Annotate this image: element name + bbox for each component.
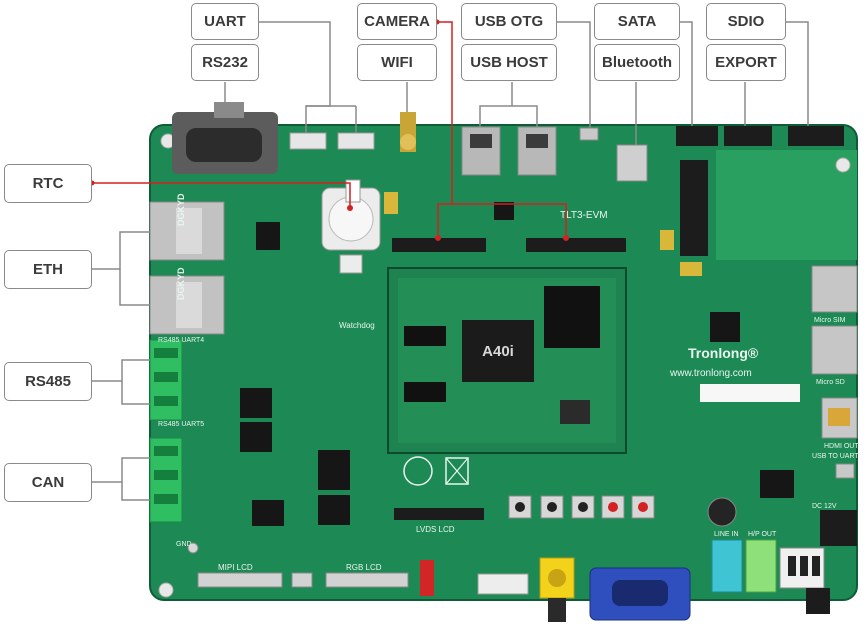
sdio-label: SDIO	[706, 3, 786, 40]
rj45-brand-1: DGKYD	[176, 193, 186, 226]
hp-silk: H/P OUT	[748, 531, 777, 538]
website-text: www.tronlong.com	[669, 368, 752, 379]
wifi-label: WIFI	[357, 44, 437, 81]
vga-port	[589, 567, 691, 621]
dc-jack	[820, 510, 857, 546]
can-label: CAN	[4, 463, 92, 502]
a40i-cpu	[462, 320, 534, 382]
m2-slot	[680, 160, 708, 256]
rgb-silk: RGB LCD	[346, 563, 382, 572]
gnd-silk: GND	[176, 541, 192, 548]
camera-header-2	[526, 238, 626, 252]
mipi-connector	[197, 572, 283, 588]
uart3-header	[289, 132, 327, 150]
eth-label: ETH	[4, 250, 92, 289]
usb-otg-port	[579, 127, 599, 141]
sdio-header	[724, 126, 772, 146]
rj45-brand-2: DGKYD	[176, 267, 186, 300]
dc-silk: DC 12V	[812, 503, 837, 510]
ethernet-port-1	[149, 201, 225, 261]
label-sticker	[700, 384, 800, 402]
micro-sd-silk: Micro SD	[816, 379, 845, 386]
watchdog-silk: Watchdog	[339, 321, 375, 330]
micro-sd-slot	[811, 325, 858, 375]
db9-connector	[172, 102, 278, 174]
pb-free-logo	[403, 456, 433, 486]
usb-host-label: USB HOST	[461, 44, 557, 81]
uart-label: UART	[191, 3, 259, 40]
usb-otg-label: USB OTG	[461, 3, 557, 40]
rs485-terminal	[149, 339, 183, 421]
ethernet-port-2	[149, 275, 225, 335]
rgb-connector	[325, 572, 409, 588]
cpu-label: A40i	[482, 343, 514, 360]
hdmi-silk: HDMI OUT	[824, 443, 859, 450]
uart6-header	[337, 132, 375, 150]
export-header	[788, 126, 844, 146]
bluetooth-module	[616, 144, 648, 182]
red-leader-lines	[92, 21, 567, 238]
wifi-antenna-connector	[400, 112, 416, 152]
can-terminal	[149, 437, 183, 523]
mipi-silk: MIPI LCD	[218, 563, 253, 572]
usb-uart-silk: USB TO UART	[812, 453, 859, 460]
board-model: TLT3-EVM	[560, 210, 608, 221]
uart5-silk: RS485 UART5	[158, 421, 204, 428]
micro-sim-slot	[811, 265, 858, 313]
weee-logo	[445, 457, 469, 485]
camera-header-1	[392, 238, 486, 252]
rtc-battery-holder	[321, 187, 381, 274]
hp-out-jack	[745, 539, 777, 593]
brand-logo: Tronlong®	[688, 345, 759, 361]
lvds-header	[394, 508, 484, 520]
line-in-jack	[711, 539, 743, 593]
bluetooth-label: Bluetooth	[594, 44, 680, 81]
micro-sim-silk: Micro SIM	[814, 317, 846, 324]
capacitor	[707, 497, 737, 527]
line-silk: LINE IN	[714, 531, 739, 538]
gnd-pin	[187, 542, 199, 554]
white-header	[477, 573, 529, 595]
uart4-silk: RS485 UART4	[158, 337, 204, 344]
lvds-silk: LVDS LCD	[416, 525, 455, 534]
wireless-area	[716, 150, 857, 260]
rtc-label: RTC	[4, 164, 92, 203]
core-module: A40i	[387, 267, 627, 454]
dip-switch	[420, 560, 434, 596]
rs232-label: RS232	[191, 44, 259, 81]
ddr-chip	[544, 286, 600, 348]
export-label: EXPORT	[706, 44, 786, 81]
sata-connector	[676, 126, 718, 146]
av-jack	[539, 557, 575, 622]
usb-uart-port	[835, 463, 855, 479]
camera-label: CAMERA	[357, 3, 437, 40]
leader-lines	[92, 21, 809, 501]
rs485-label: RS485	[4, 362, 92, 401]
sata-label: SATA	[594, 3, 680, 40]
